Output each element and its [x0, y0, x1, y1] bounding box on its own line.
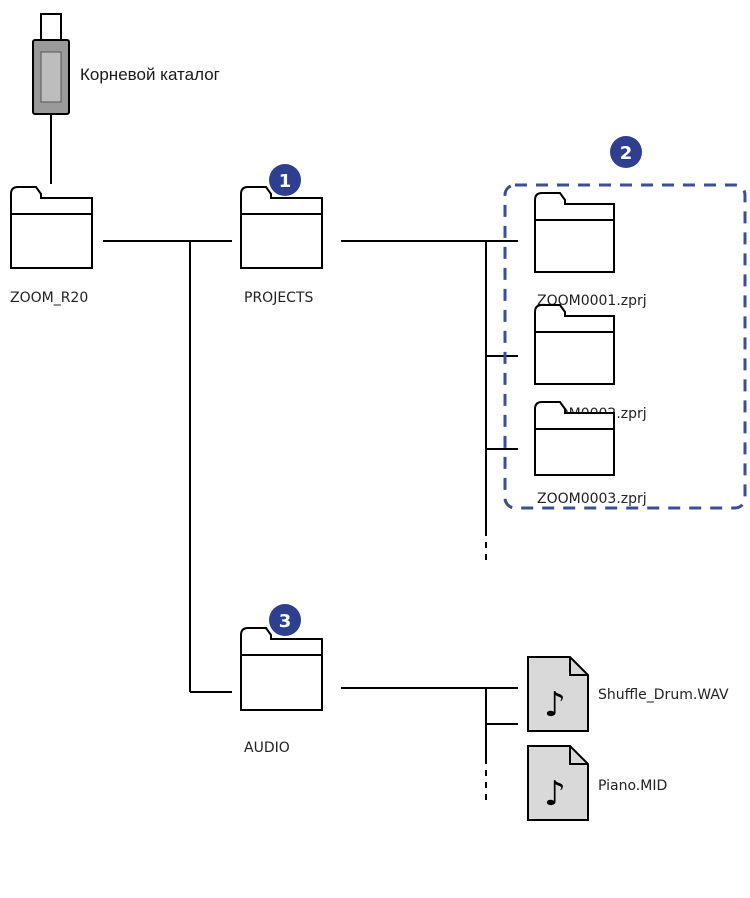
- folder-label-project-3: ZOOM0003.zprj: [537, 491, 647, 507]
- svg-text:2: 2: [620, 143, 633, 164]
- usb-drive-icon: [32, 13, 70, 115]
- audio-file-label-2: Piano.MID: [598, 778, 667, 794]
- folder-icon[interactable]: [10, 186, 93, 269]
- project-files-highlight: [503, 183, 747, 510]
- folder-label-audio: AUDIO: [244, 740, 290, 756]
- folder-icon[interactable]: [240, 627, 323, 711]
- svg-text:1: 1: [279, 171, 292, 192]
- callout-badge-1: 1: [269, 164, 301, 196]
- folder-icon[interactable]: [240, 186, 323, 269]
- folder-label-project-1: ZOOM0001.zprj: [537, 293, 647, 309]
- callout-badge-2: 2: [610, 136, 642, 168]
- svg-text:3: 3: [279, 611, 292, 632]
- music-file-icon[interactable]: ♪: [527, 656, 589, 732]
- folder-label-root: ZOOM_R20: [10, 290, 88, 306]
- folder-icon[interactable]: [534, 401, 615, 476]
- folder-label-projects: PROJECTS: [244, 290, 313, 306]
- folder-icon[interactable]: [534, 304, 615, 385]
- callout-badge-3: 3: [269, 604, 301, 636]
- folder-icon[interactable]: [534, 192, 615, 273]
- svg-text:♪: ♪: [544, 685, 566, 725]
- music-file-icon[interactable]: ♪: [527, 745, 589, 821]
- root-directory-label: Корневой каталог: [80, 65, 220, 84]
- svg-text:♪: ♪: [544, 774, 566, 814]
- audio-file-label-1: Shuffle_Drum.WAV: [598, 687, 729, 703]
